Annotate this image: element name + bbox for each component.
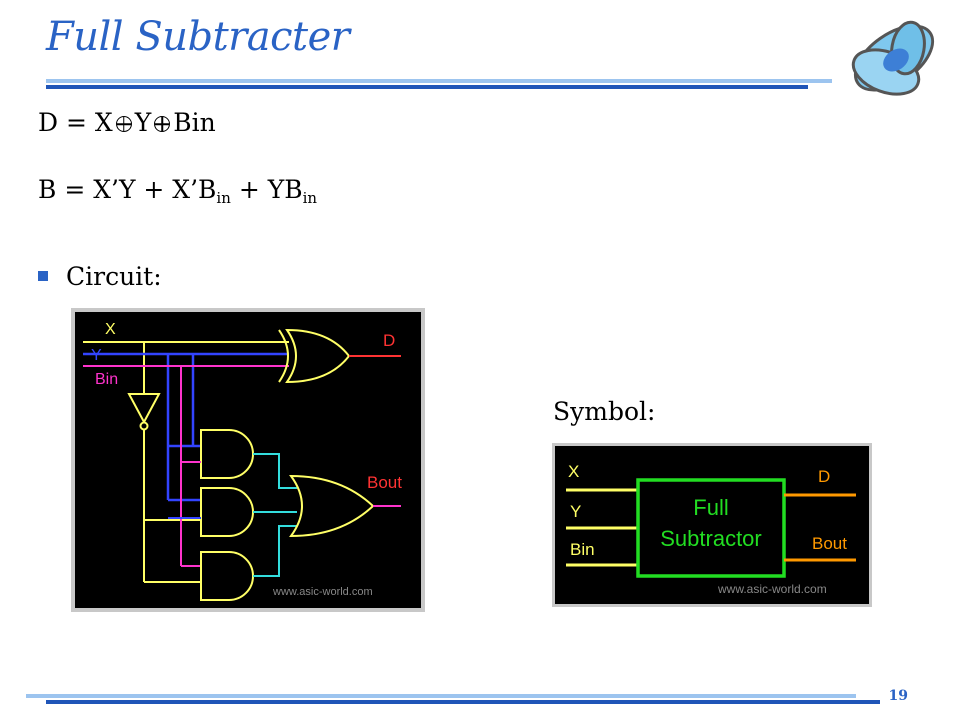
- bullet-circuit-label: Circuit:: [66, 262, 162, 291]
- symbol-label-d: D: [818, 467, 830, 486]
- title-underline-light: [46, 79, 832, 83]
- circuit-label-x: X: [105, 321, 116, 338]
- circuit-label-y: Y: [91, 347, 102, 364]
- xor-icon: [115, 116, 132, 132]
- circuit-label-bout: Bout: [367, 473, 402, 492]
- equation-d-y: Y: [134, 108, 152, 137]
- equation-d: D = X Y Bin: [38, 108, 216, 137]
- equation-b-sub1: in: [216, 189, 231, 207]
- equation-b-plus: + YB: [230, 175, 303, 204]
- circuit-watermark: www.asic-world.com: [272, 586, 373, 598]
- symbol-label-x: X: [568, 462, 579, 481]
- symbol-block-line2: Subtractor: [660, 526, 762, 551]
- title-underline-dark: [46, 85, 808, 89]
- symbol-diagram: X Y Bin D Bout Full Subtractor www.asic-…: [552, 443, 872, 607]
- page-number: 19: [888, 688, 908, 704]
- symbol-label: Symbol:: [553, 397, 656, 426]
- bullet-circuit: Circuit:: [38, 262, 162, 291]
- footer-bar-light: [26, 694, 856, 698]
- equation-d-prefix: D = X: [38, 108, 113, 137]
- circuit-label-d: D: [383, 331, 395, 350]
- circuit-label-bin: Bin: [95, 371, 118, 388]
- equation-b-sub2: in: [302, 189, 318, 207]
- logo-icon: [851, 20, 935, 96]
- slide-title: Full Subtracter: [46, 14, 350, 60]
- not-gate: [127, 393, 161, 425]
- symbol-label-bout: Bout: [812, 534, 847, 553]
- symbol-watermark: www.asic-world.com: [717, 582, 827, 596]
- symbol-label-y: Y: [570, 502, 581, 521]
- equation-b: B = X’Y + X’Bin + YBin: [38, 175, 317, 207]
- circuit-diagram: X Y Bin D Bout www.asic-world.com: [71, 308, 425, 612]
- bullet-square-icon: [38, 271, 48, 281]
- equation-d-bin: Bin: [173, 108, 216, 137]
- equation-b-main: B = X’Y + X’B: [38, 175, 217, 204]
- xor-icon: [154, 116, 171, 132]
- symbol-label-bin: Bin: [570, 540, 595, 559]
- footer-bar-dark: [46, 700, 880, 704]
- symbol-block-line1: Full: [693, 495, 728, 520]
